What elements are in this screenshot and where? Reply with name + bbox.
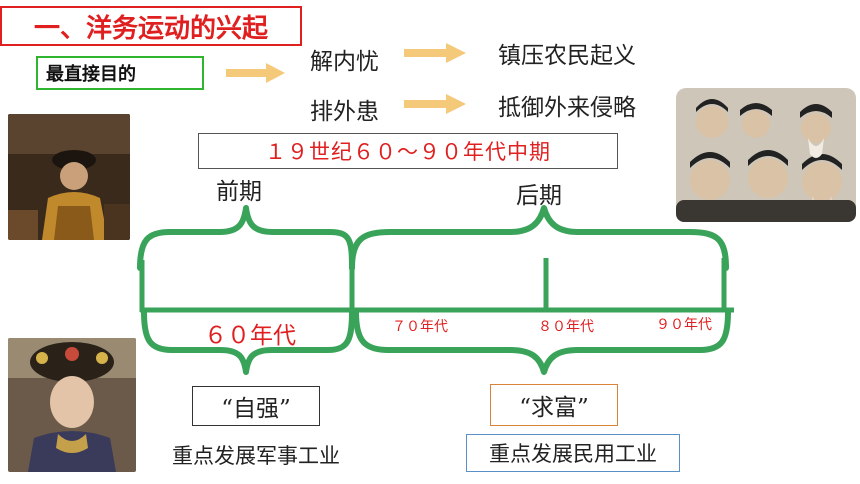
brace-top-early <box>137 205 355 271</box>
goal-label-box: 最直接目的 <box>36 56 204 90</box>
goal-aim-1: 解内忧 <box>310 49 379 75</box>
goal-action-1: 镇压农民起义 <box>498 43 636 69</box>
decade-label-70s: ７０年代 <box>392 319 448 335</box>
arrow-icon <box>404 43 466 63</box>
goal-action-2: 抵御外来侵略 <box>498 95 636 121</box>
slogan-early-box: “自强” <box>192 386 320 426</box>
decade-label-80s: ８０年代 <box>538 319 594 335</box>
slogan-late-box: “求富” <box>490 384 618 426</box>
decade-label-90s: ９０年代 <box>656 317 712 333</box>
focus-early-text: 重点发展军事工业 <box>172 444 340 468</box>
emperor-portrait <box>8 114 130 240</box>
goal-aim-2: 排外患 <box>310 99 379 125</box>
period-box: １９世纪６０～９０年代中期 <box>198 133 618 169</box>
arrow-icon <box>404 94 466 114</box>
decade-label-60s: ６０年代 <box>204 323 296 349</box>
section-title: 一、洋务运动的兴起 <box>0 6 302 46</box>
arrow-icon <box>226 63 285 83</box>
officials-group-portrait <box>676 88 856 222</box>
brace-bottom-early <box>141 309 355 375</box>
brace-bottom-late <box>353 309 731 375</box>
phase-early-label: 前期 <box>216 179 262 205</box>
empress-dowager-portrait <box>8 338 136 472</box>
phase-late-label: 后期 <box>516 183 562 209</box>
brace-top-late <box>349 205 729 271</box>
focus-late-box: 重点发展民用工业 <box>466 434 680 472</box>
